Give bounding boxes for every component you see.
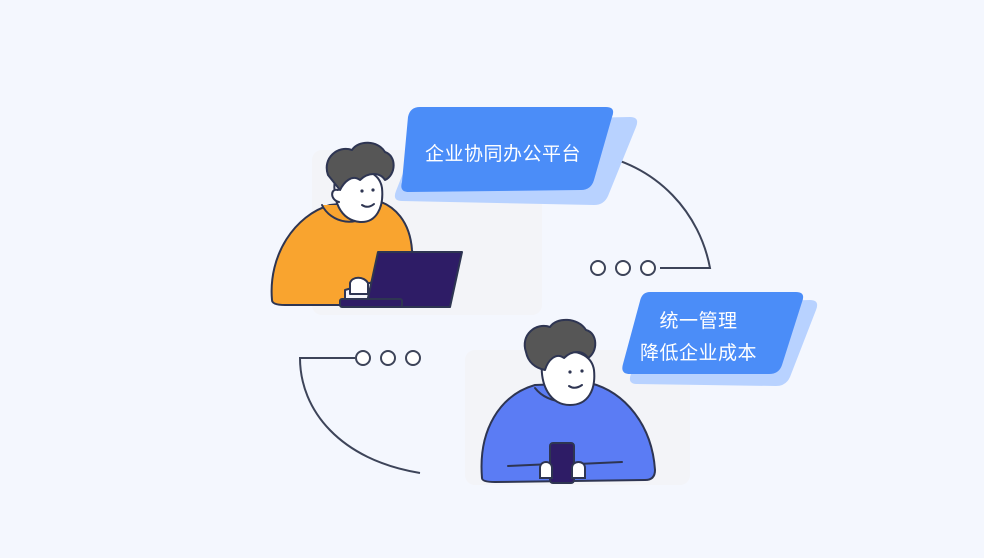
- blue-hoodie-body: [480, 382, 656, 483]
- hair-bottom: [523, 318, 597, 371]
- eye-bottom-1: [568, 370, 572, 374]
- head-bottom: [540, 350, 596, 406]
- hand-top: [349, 276, 369, 295]
- eye-top-1: [360, 189, 364, 193]
- eye-top-2: [371, 188, 375, 192]
- connector-line-left: [298, 357, 421, 474]
- laptop-icon: [339, 251, 463, 308]
- hair-top: [325, 141, 395, 191]
- mouth-top: [361, 203, 375, 208]
- ear-top: [331, 188, 340, 203]
- bubble-bottom-label: 统一管理 降低企业成本: [640, 305, 757, 369]
- eye-bottom-2: [580, 369, 584, 373]
- dots-icon-left: [355, 350, 421, 366]
- bubble-bottom: [622, 292, 804, 374]
- bubble-top: [401, 107, 614, 192]
- bubble-bottom-line1: 统一管理: [659, 310, 738, 332]
- bubble-bottom-line2: 降低企业成本: [640, 342, 758, 364]
- dots-icon-right: [590, 260, 656, 276]
- hands-bottom: [539, 461, 586, 479]
- person-blue-hoodie: [480, 318, 656, 483]
- bubble-top-label: 企业协同办公平台: [425, 143, 582, 165]
- phone-icon: [549, 442, 575, 484]
- mouth-bottom: [568, 384, 583, 389]
- sleeve-cuff-right: [577, 461, 623, 465]
